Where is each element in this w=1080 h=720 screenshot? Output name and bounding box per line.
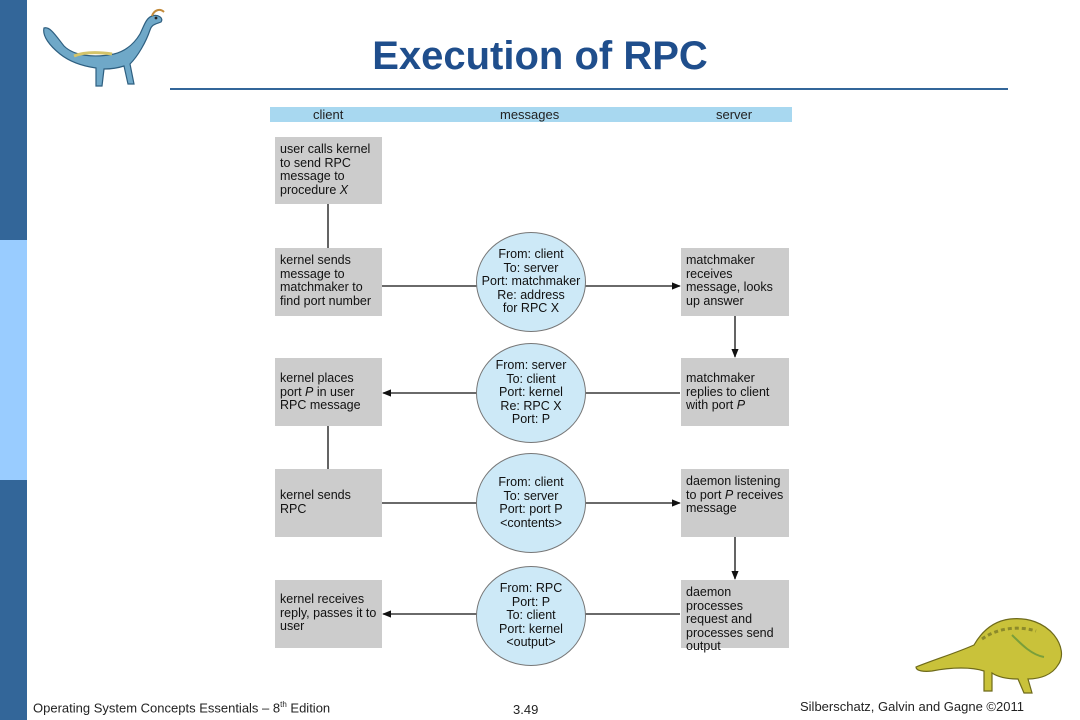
column-header-server: server — [716, 107, 753, 122]
sidebar-light-band — [0, 240, 27, 480]
message-bubble-4: From: RPC Port: P To: client Port: kerne… — [476, 566, 586, 666]
column-header-client: client — [313, 107, 344, 122]
message-bubble-1: From: client To: server Port: matchmaker… — [476, 232, 586, 332]
server-step-2: matchmaker replies to client with port P — [681, 358, 789, 426]
server-step-4: daemon processes request and processes s… — [681, 580, 789, 653]
message-bubble-2: From: server To: client Port: kernel Re:… — [476, 343, 586, 443]
left-sidebar — [0, 0, 27, 720]
dinosaur-top-left-icon — [43, 8, 165, 87]
column-header-messages: messages — [500, 107, 560, 122]
client-step-3: kernel places port P in user RPC message — [275, 358, 382, 426]
footer-book-title: Operating System Concepts Essentials – 8… — [33, 700, 331, 716]
client-step-4: kernel sends RPC — [275, 469, 382, 537]
dinosaur-bottom-right-icon — [915, 618, 1063, 694]
page-title: Execution of RPC — [372, 34, 708, 78]
title-divider — [170, 88, 1008, 90]
server-step-3: daemon listening to port P receives mess… — [681, 469, 789, 537]
column-header-bar — [270, 107, 792, 122]
client-step-5: kernel receives reply, passes it to user — [275, 580, 382, 648]
message-bubble-3: From: client To: server Port: port P <co… — [476, 453, 586, 553]
footer-copyright: Silberschatz, Galvin and Gagne ©2011 — [800, 699, 1024, 714]
client-step-2: kernel sends message to matchmaker to fi… — [275, 248, 382, 316]
client-step-1: user calls kernel to send RPC message to… — [275, 137, 382, 204]
server-step-1: matchmaker receives message, looks up an… — [681, 248, 789, 316]
footer-page-number: 3.49 — [513, 702, 539, 717]
